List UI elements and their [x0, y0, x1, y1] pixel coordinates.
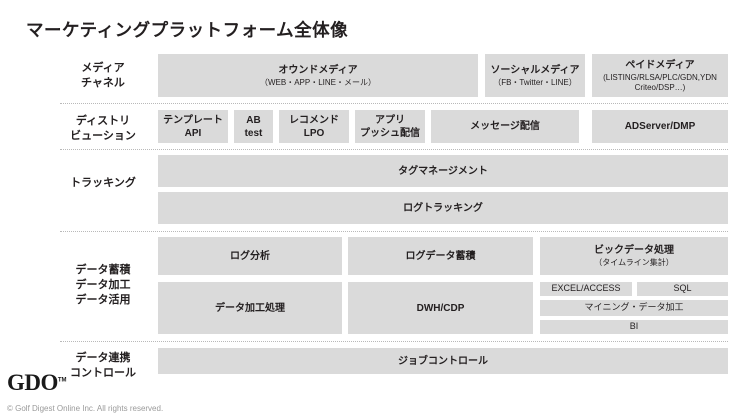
cell-adserver-dmp: ADServer/DMP: [592, 110, 728, 143]
separator-4: [60, 341, 728, 342]
copyright-text: © Golf Digest Online Inc. All rights res…: [7, 404, 164, 413]
cell-social-media-title: ソーシャルメディア: [490, 64, 580, 76]
cell-social-media-subtitle: （FB・Twitter・LINE）: [493, 77, 577, 87]
cell-recommend-lpo-title: レコメンド LPO: [289, 114, 339, 139]
cell-bigdata-processing-title: ビックデータ処理: [594, 245, 674, 256]
separator-1: [60, 103, 728, 104]
separator-3: [60, 231, 728, 232]
cell-tag-management: タグマネージメント: [158, 155, 728, 187]
cell-message-delivery: メッセージ配信: [431, 110, 579, 143]
cell-job-control-title: ジョブコントロール: [398, 355, 488, 367]
cell-log-tracking-title: ログトラッキング: [403, 202, 483, 214]
cell-paid-media: ペイドメディア (LISTING/RLSA/PLC/GDN,YDN Criteo…: [592, 54, 728, 97]
cell-log-tracking: ログトラッキング: [158, 192, 728, 224]
cell-data-processing: データ加工処理: [158, 282, 342, 334]
cell-dwh-cdp: DWH/CDP: [348, 282, 533, 334]
cell-bi-title: BI: [629, 321, 639, 332]
separator-2: [60, 149, 728, 150]
cell-social-media: ソーシャルメディア （FB・Twitter・LINE）: [485, 54, 585, 97]
cell-message-delivery-title: メッセージ配信: [470, 121, 540, 132]
cell-mining-data-processing-title: マイニング・データ加工: [584, 302, 684, 313]
cell-log-data-storage: ログデータ蓄積: [348, 237, 533, 275]
cell-adserver-dmp-title: ADServer/DMP: [624, 121, 696, 132]
row-label-data-layer: データ蓄積 データ加工 データ活用: [75, 264, 131, 306]
cell-dwh-cdp-title: DWH/CDP: [416, 302, 465, 314]
cell-sql-title: SQL: [673, 283, 692, 294]
cell-bi: BI: [540, 320, 728, 334]
row-label-media-channel: メディア チャネル: [81, 62, 125, 89]
cell-sql: SQL: [637, 282, 728, 296]
cell-data-processing-title: データ加工処理: [215, 302, 285, 314]
cell-excel-access: EXCEL/ACCESS: [540, 282, 632, 296]
cell-app-push-title: アプリ プッシュ配信: [360, 114, 420, 139]
cell-tag-management-title: タグマネージメント: [398, 165, 488, 177]
cell-app-push: アプリ プッシュ配信: [355, 110, 425, 143]
cell-log-analysis-title: ログ分析: [230, 250, 270, 262]
row-label-distribution: ディストリ ビューション: [70, 115, 136, 142]
cell-template-api-title: テンプレート API: [163, 114, 223, 139]
cell-job-control: ジョブコントロール: [158, 348, 728, 374]
cell-ab-test-title: AB test: [244, 114, 263, 139]
marketing-platform-diagram: メディア チャネル オウンドメディア （WEB・APP・LINE・メール） ソー…: [0, 48, 747, 379]
cell-bigdata-processing: ビックデータ処理 （タイムライン集計）: [540, 237, 728, 275]
cell-bigdata-processing-subtitle: （タイムライン集計）: [594, 258, 674, 267]
cell-log-data-storage-title: ログデータ蓄積: [405, 250, 476, 262]
row-label-tracking: トラッキング: [70, 177, 136, 189]
cell-log-analysis: ログ分析: [158, 237, 342, 275]
cell-template-api: テンプレート API: [158, 110, 228, 143]
cell-ab-test: AB test: [234, 110, 273, 143]
page-title: マーケティングプラットフォーム全体像: [26, 20, 349, 40]
cell-owned-media-title: オウンドメディア: [278, 64, 358, 76]
cell-paid-media-subtitle: (LISTING/RLSA/PLC/GDN,YDN Criteo/DSP…): [603, 72, 717, 92]
cell-paid-media-title: ペイドメディア: [625, 59, 695, 71]
cell-mining-data-processing: マイニング・データ加工: [540, 300, 728, 316]
cell-recommend-lpo: レコメンド LPO: [279, 110, 349, 143]
trademark-icon: TM: [57, 377, 67, 384]
cell-owned-media-subtitle: （WEB・APP・LINE・メール）: [259, 77, 376, 87]
cell-excel-access-title: EXCEL/ACCESS: [551, 283, 621, 294]
gdo-logo: GDOTM: [7, 370, 67, 396]
row-label-data-linkage: データ連携 コントロール: [70, 352, 136, 379]
gdo-logo-text: GDO: [7, 370, 58, 395]
cell-owned-media: オウンドメディア （WEB・APP・LINE・メール）: [158, 54, 478, 97]
